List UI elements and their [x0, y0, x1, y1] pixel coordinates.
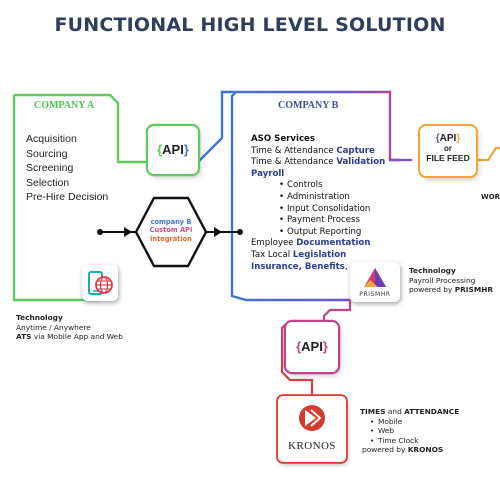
file-feed-label: FILE FEED: [426, 153, 470, 163]
technology-a-heading: Technology: [16, 313, 63, 322]
ta-validation-prefix: Time & Attendance: [251, 157, 337, 168]
company-a-title: COMPANY A: [34, 100, 95, 111]
company-a-item: Selection: [26, 176, 70, 189]
api-a-box: {API}: [148, 126, 198, 174]
prism-triangle-icon: [364, 268, 386, 287]
integration-line-3: integration: [150, 234, 192, 243]
api-c-text: API: [301, 339, 323, 354]
company-b-to-api-c-line: [322, 300, 352, 322]
technology-b-line-2: powered by PRISMHR: [409, 285, 493, 295]
kronos-logo-box: KRONOS: [278, 396, 346, 462]
api-c-to-kronos-line: [280, 323, 314, 396]
times-attendance-items: Mobile Web Time Clock: [360, 417, 459, 446]
flow-arrow-right: [214, 227, 222, 237]
prismhr-logo-text: PRISMHR: [359, 291, 391, 298]
employee-highlight: Documentation: [296, 238, 371, 249]
kronos-logo-text: KRONOS: [288, 440, 336, 452]
ta-validation: Time & Attendance Validation: [251, 157, 401, 169]
file-feed-to-worker-line: [476, 146, 500, 162]
api-b-text: API: [439, 133, 457, 144]
prismhr-label: PRISMHR: [454, 285, 494, 295]
ats-label: ATS: [16, 332, 32, 342]
technology-b-line-1: Payroll Processing: [409, 275, 476, 285]
company-a-item: Pre-Hire Decision: [26, 191, 109, 204]
kronos-swirl-icon: [299, 405, 325, 431]
integration-hexagon: [134, 196, 208, 268]
ta-validation-highlight: Validation: [336, 157, 386, 168]
company-a-item: Sourcing: [26, 147, 68, 160]
technology-b-heading: Technology: [409, 266, 456, 275]
times-attendance-text: TIMES and ATTENDANCE Mobile Web Time Clo…: [360, 407, 459, 455]
ta-capture-prefix: Time & Attendance: [251, 145, 337, 156]
integration-label: company B Custom API integration: [140, 218, 202, 243]
api-c-box: {API}: [286, 322, 338, 372]
times-item: Web: [360, 426, 459, 436]
payroll-item: Controls: [269, 180, 401, 192]
payroll-item: Administration: [269, 192, 401, 204]
phone-globe-icon: [88, 271, 113, 295]
api-c-label: {API}: [286, 339, 338, 354]
integration-line-1: company B: [150, 218, 192, 226]
ta-capture: Time & Attendance Capture: [251, 146, 401, 158]
company-b-title: COMPANY B: [278, 100, 339, 111]
flow-dot-end: [237, 229, 243, 235]
technology-b-text: Technology Payroll Processing powered by…: [409, 266, 493, 295]
times-label: TIMES: [360, 407, 386, 416]
api-b-label: {API}: [420, 133, 476, 144]
brace-right-icon: }: [456, 133, 461, 144]
integration-line-2: Custom API: [149, 226, 193, 235]
api-a-text: API: [162, 142, 184, 157]
payroll-items: Controls Administration Input Consolidat…: [251, 180, 401, 238]
tax-legislation: Tax Local Legislation: [251, 250, 401, 262]
tax-highlight: Legislation: [292, 249, 347, 260]
attendance-label: ATTENDANCE: [404, 407, 460, 416]
company-a-item: Acquisition: [26, 133, 77, 145]
times-item: Time Clock: [360, 436, 459, 446]
technology-a-line-2: ATS via Mobile App and Web: [16, 332, 123, 342]
powered-by-prefix: powered by: [362, 445, 408, 455]
or-label: or: [444, 144, 452, 153]
brace-right-icon: }: [183, 142, 189, 157]
flow-dot-start: [97, 229, 103, 235]
brace-right-icon: }: [322, 339, 328, 354]
payroll-heading: Payroll: [251, 168, 285, 179]
api-file-feed-box: {API} or FILE FEED: [420, 126, 476, 176]
kronos-label: KRONOS: [407, 445, 444, 455]
payroll-item: Payment Process: [269, 215, 401, 227]
insurance-highlight: Insurance, Benefits: [251, 261, 345, 272]
brace-left-icon: {: [435, 133, 440, 144]
api-a-to-company-b-line: [197, 90, 236, 163]
ats-description: via Mobile App and Web: [31, 332, 123, 342]
payroll-item: Input Consolidation: [269, 204, 401, 216]
technology-a-line-1: Anytime / Anywhere: [16, 322, 91, 332]
flow-arrow-left: [124, 227, 132, 237]
times-item: Mobile: [360, 417, 459, 427]
company-a-item: Screening: [26, 162, 74, 175]
times-powered-by: powered by KRONOS: [360, 445, 459, 455]
payroll-item: Output Reporting: [269, 227, 401, 239]
company-a-frame: [12, 93, 148, 302]
ta-capture-highlight: Capture: [336, 145, 375, 156]
page-title: FUNCTIONAL HIGH LEVEL SOLUTION: [54, 14, 446, 36]
powered-by-prefix: powered by: [409, 285, 455, 295]
aso-services: ASO Services: [251, 134, 315, 144]
and-label: and: [385, 407, 405, 416]
api-a-label: {API}: [148, 142, 198, 157]
company-a-list: Acquisition Sourcing Screening Selection…: [26, 132, 108, 205]
technology-a-text: Technology Anytime / Anywhere ATS via Mo…: [16, 313, 123, 342]
company-b-list: ASO Services Time & Attendance Capture T…: [251, 134, 401, 273]
mobile-app-icon: [82, 265, 118, 301]
tax-prefix: Tax Local: [251, 249, 293, 260]
times-attendance-title: TIMES and ATTENDANCE: [360, 407, 459, 417]
brace-left-icon: {: [296, 339, 302, 354]
employee-prefix: Employee: [251, 238, 297, 249]
prismhr-logo-box: PRISMHR: [350, 262, 400, 302]
worker-label-partial: WORK: [481, 193, 500, 201]
employee-documentation: Employee Documentation: [251, 238, 401, 250]
brace-left-icon: {: [157, 142, 163, 157]
